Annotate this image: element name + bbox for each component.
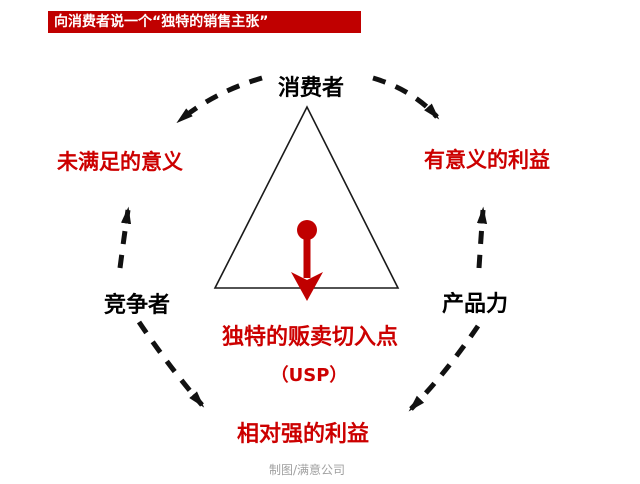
arrow-consumer-to-meaningful (372, 75, 440, 120)
arrow-product-to-relative (408, 324, 481, 412)
arrow-product-to-meaningful (476, 206, 488, 269)
node-meaningful-benefit: 有意义的利益 (424, 148, 550, 172)
title-banner: 向消费者说一个“独特的销售主张” (48, 11, 361, 33)
arrow-competitor-to-relative (136, 320, 205, 408)
node-usp-title: 独特的贩卖切入点 (221, 325, 399, 350)
node-usp-subtitle: （USP） (270, 365, 348, 386)
credit-caption: 制图/满意公司 (268, 463, 346, 477)
node-product-power: 产品力 (441, 292, 509, 317)
node-competitor: 竞争者 (103, 293, 171, 318)
node-consumer: 消费者 (277, 76, 345, 101)
node-relative-benefit: 相对强的利益 (236, 422, 370, 447)
arrow-consumer-to-unmet (176, 75, 263, 124)
node-unmet-meaning: 未满足的意义 (57, 150, 183, 174)
usp-arrow-icon (291, 220, 323, 301)
arrow-competitor-to-unmet (117, 206, 132, 269)
